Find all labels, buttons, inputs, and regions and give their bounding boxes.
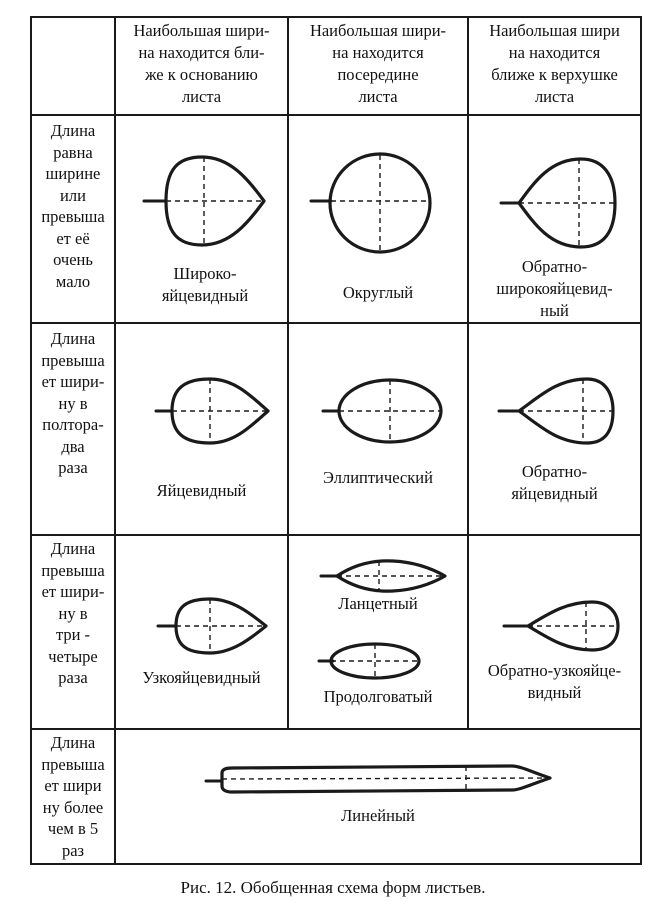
table-border-bottom: [30, 863, 642, 865]
column-divider-1: [114, 16, 116, 865]
oblong-leaf-drawing: [317, 642, 421, 680]
label-oblong: Продолговатый: [323, 687, 433, 706]
narrow-ovate-leaf-drawing: [156, 597, 268, 655]
obovate-broad-leaf-drawing: [499, 157, 617, 249]
obovate-leaf-drawing: [497, 377, 615, 445]
ovate-leaf-drawing: [154, 377, 270, 445]
row-divider-2: [30, 534, 642, 536]
table-border-right: [640, 16, 642, 865]
leaf-shapes-table: Наибольшая шири- на находится бли- же к …: [30, 16, 642, 866]
label-obovate-broad: Обратно- широкояйцевид- ный: [496, 257, 613, 320]
label-narrow-ovate: Узкояйцевидный: [142, 668, 261, 687]
table-border-left: [30, 16, 32, 865]
elliptic-leaf-drawing: [321, 378, 443, 444]
broad-ovate-leaf-drawing: [142, 155, 266, 247]
row-label-1: Длина равна ширине или превыша ет её оче…: [41, 121, 105, 291]
narrow-obovate-leaf-drawing: [502, 600, 620, 652]
figure-caption: Рис. 12. Обобщенная схема форм листьев.: [180, 878, 486, 897]
row-divider-1: [30, 322, 642, 324]
label-linear: Линейный: [341, 806, 415, 825]
label-elliptic: Эллиптический: [323, 468, 433, 487]
linear-leaf-drawing: [204, 764, 552, 794]
label-narrow-obovate: Обратно-узкояйце- видный: [487, 661, 622, 702]
label-round: Округлый: [342, 283, 414, 302]
row-label-4: Длина превыша ет шири ну более чем в 5 р…: [41, 733, 105, 860]
column-divider-2: [287, 16, 289, 730]
table-border-top: [30, 16, 642, 18]
label-broad-ovate: Широко- яйцевидный: [161, 264, 249, 305]
row-label-3: Длина превыша ет шири- ну в три - четыре…: [41, 539, 105, 687]
label-ovate: Яйцевидный: [156, 481, 247, 500]
column-header-apex: Наибольшая шири на находится ближе к вер…: [489, 21, 620, 106]
header-divider: [30, 114, 642, 116]
column-divider-3: [467, 16, 469, 730]
label-obovate: Обратно- яйцевидный: [511, 462, 598, 503]
lanceolate-leaf-drawing: [319, 559, 447, 593]
round-leaf-drawing: [309, 152, 432, 254]
row-label-2: Длина превыша ет шири- ну в полтора- два…: [41, 329, 105, 477]
row-divider-3: [30, 728, 642, 730]
label-lanceolate: Ланцетный: [338, 594, 418, 613]
column-header-middle: Наибольшая шири- на находится посередине…: [309, 21, 447, 106]
column-header-base: Наибольшая шири- на находится бли- же к …: [133, 21, 270, 106]
